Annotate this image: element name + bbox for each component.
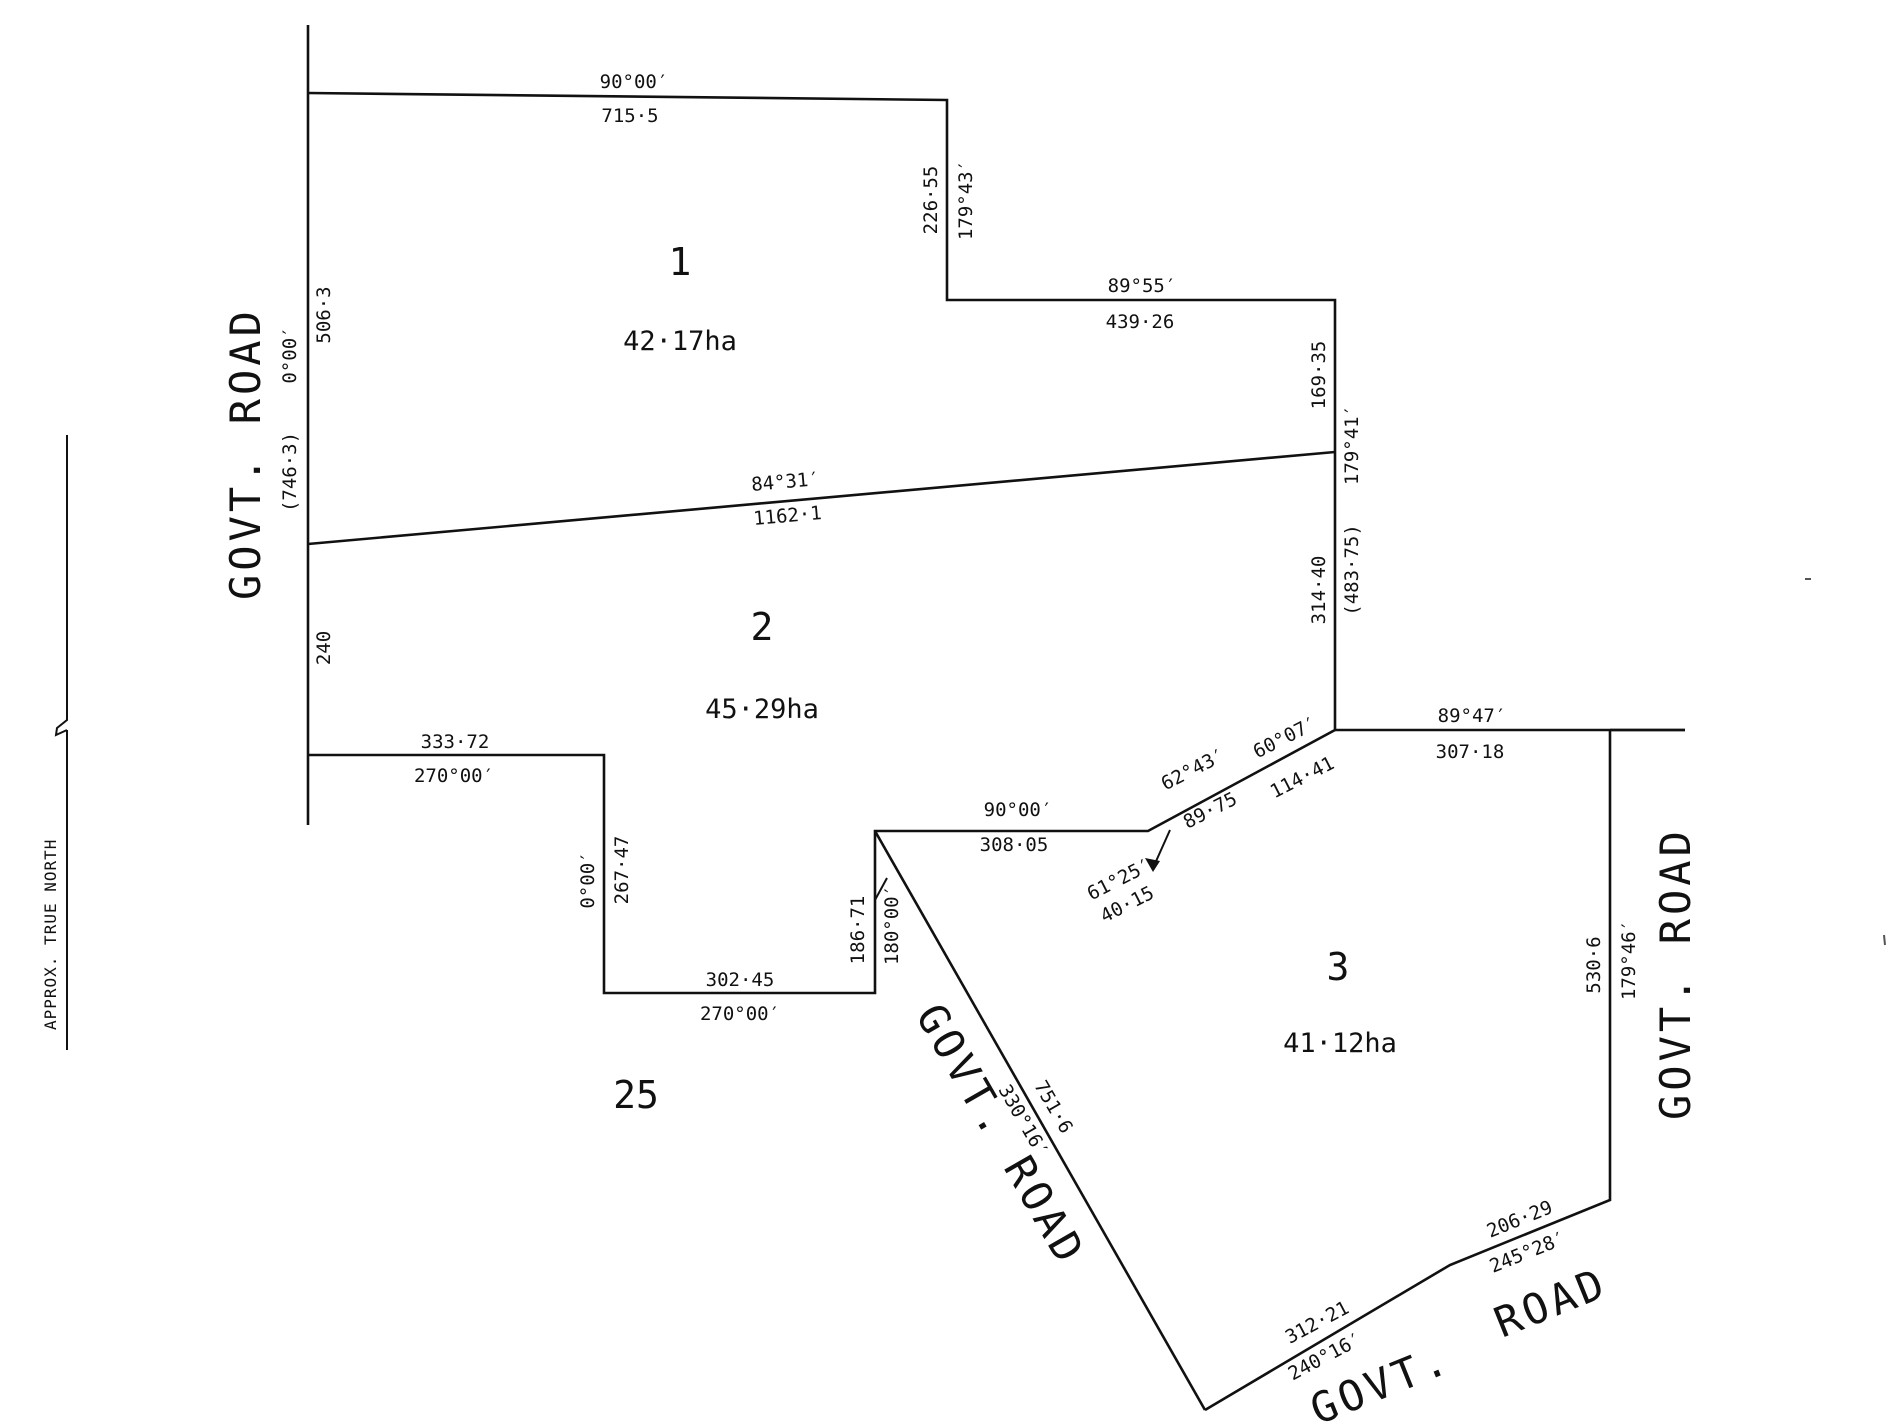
mid-length: 439·26 [1106, 311, 1175, 333]
seg1-length: 89·75 [1180, 788, 1241, 834]
north-step-length: 226·55 [920, 166, 942, 235]
east-road-bearing: 89°47′ [1438, 705, 1507, 727]
sw-top-length: 333·72 [421, 731, 490, 753]
west-total: (746·3) [279, 432, 301, 512]
east-total: (483·75) [1341, 524, 1363, 616]
lot-2-south-boundary [308, 728, 1336, 995]
division-length: 1162·1 [752, 502, 822, 530]
dimension-labels: 90°00′ 715·5 226·55 179°43′ 89°55′ 439·2… [279, 71, 1640, 1385]
south-step-bearing: 180°00′ [881, 885, 903, 965]
mid-bearing: 89°55′ [1108, 275, 1177, 297]
lot-1-north-boundary [307, 91, 1685, 732]
lot-3-number: 3 [1327, 945, 1350, 989]
bottom-bearing: 270°00′ [700, 1003, 780, 1025]
sw-step-length: 267·47 [611, 836, 633, 905]
lot-labels: 1 42·17ha 2 45·29ha 3 41·12ha 25 [613, 240, 1397, 1117]
adjoining-parcel-number: 25 [613, 1073, 659, 1117]
division-bearing: 84°31′ [750, 468, 820, 496]
lot3-east-length: 530·6 [1583, 936, 1605, 993]
lot-3-area: 41·12ha [1283, 1028, 1397, 1059]
top-length: 715·5 [601, 105, 658, 127]
lot-2-area: 45·29ha [705, 694, 819, 725]
east-road-label: GOVT. ROAD [1651, 827, 1700, 1120]
north-step-bearing: 179°43′ [955, 160, 977, 240]
lot-1-number: 1 [669, 240, 692, 284]
lot-1-area: 42·17ha [623, 326, 737, 357]
lot3-top-length: 308·05 [980, 834, 1049, 856]
sw-step-bearing: 0°00′ [577, 851, 599, 908]
east-bearing: 179°41′ [1341, 405, 1363, 485]
east-lower-length: 314·40 [1308, 556, 1330, 625]
lot3-east-bearing: 179°46′ [1618, 920, 1640, 1000]
lot-2-number: 2 [751, 605, 774, 649]
seg1-bearing: 62°43′ [1158, 744, 1229, 795]
north-arrow: APPROX. TRUE NORTH [41, 435, 68, 1050]
callout-arrow-icon [1145, 858, 1160, 872]
east-upper-length: 169·35 [1308, 341, 1330, 410]
east-road-length: 307·18 [1436, 741, 1505, 763]
diagonal-road-label: GOVT. ROAD [906, 996, 1095, 1274]
west-bearing: 0°00′ [279, 326, 301, 383]
lot-3-diagonal-boundary [873, 830, 1207, 1411]
west-upper-length: 506·3 [313, 286, 335, 343]
angle-tick [874, 877, 888, 901]
bottom-length: 302·45 [706, 969, 775, 991]
road-labels: GOVT. ROAD GOVT. ROAD GOVT. ROAD GOVT. R… [221, 307, 1700, 1425]
north-label: APPROX. TRUE NORTH [41, 839, 60, 1030]
lot3-top-bearing: 90°00′ [984, 799, 1053, 821]
scan-mark [1883, 934, 1886, 946]
north-arrow-icon [54, 435, 68, 737]
west-lower-length: 240 [313, 631, 335, 665]
lot-1-2-division-line [307, 450, 1336, 546]
sw-top-bearing: 270°00′ [414, 765, 494, 787]
boundary-lines [306, 25, 1685, 1412]
lot-3-south-east-boundary [1204, 730, 1612, 1412]
top-bearing: 90°00′ [600, 71, 669, 93]
south-step-length: 186·71 [847, 896, 869, 965]
west-road-label: GOVT. ROAD [221, 307, 270, 600]
